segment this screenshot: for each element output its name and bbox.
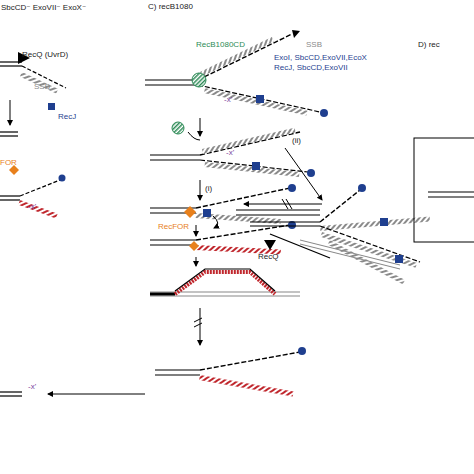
protein-label: FOR (0, 158, 17, 167)
chi-mark: -x' (224, 95, 232, 104)
protein-label: RecQ (UvrD) (22, 50, 68, 59)
chi-mark: -x' (28, 202, 36, 211)
chi-mark: -x' (28, 382, 36, 391)
panel-label: D) rec (418, 40, 440, 49)
protein-label: RecB1080CD (196, 40, 245, 49)
panel-c (48, 30, 430, 396)
strain-label: SbcCD⁻ ExoVII⁻ ExoX⁻ (1, 3, 86, 12)
chi-mark: -x' (226, 148, 234, 157)
panel-d (414, 138, 474, 242)
protein-label: SSB (306, 40, 322, 49)
panel-label: C) recB1080 (148, 2, 193, 11)
left-panel (0, 52, 66, 396)
pathway-label: (i) (205, 184, 212, 193)
protein-label: RecQ (258, 252, 278, 261)
protein-label: RecJ (58, 112, 76, 121)
pathway-label: (ii) (292, 136, 301, 145)
protein-label: ExoI, SbcCD,ExoVII,EcoX (274, 53, 367, 62)
protein-label: RecFOR (158, 222, 189, 231)
protein-label: RecJ, SbcCD,ExoVII (274, 63, 348, 72)
protein-label: SSB (34, 82, 50, 91)
